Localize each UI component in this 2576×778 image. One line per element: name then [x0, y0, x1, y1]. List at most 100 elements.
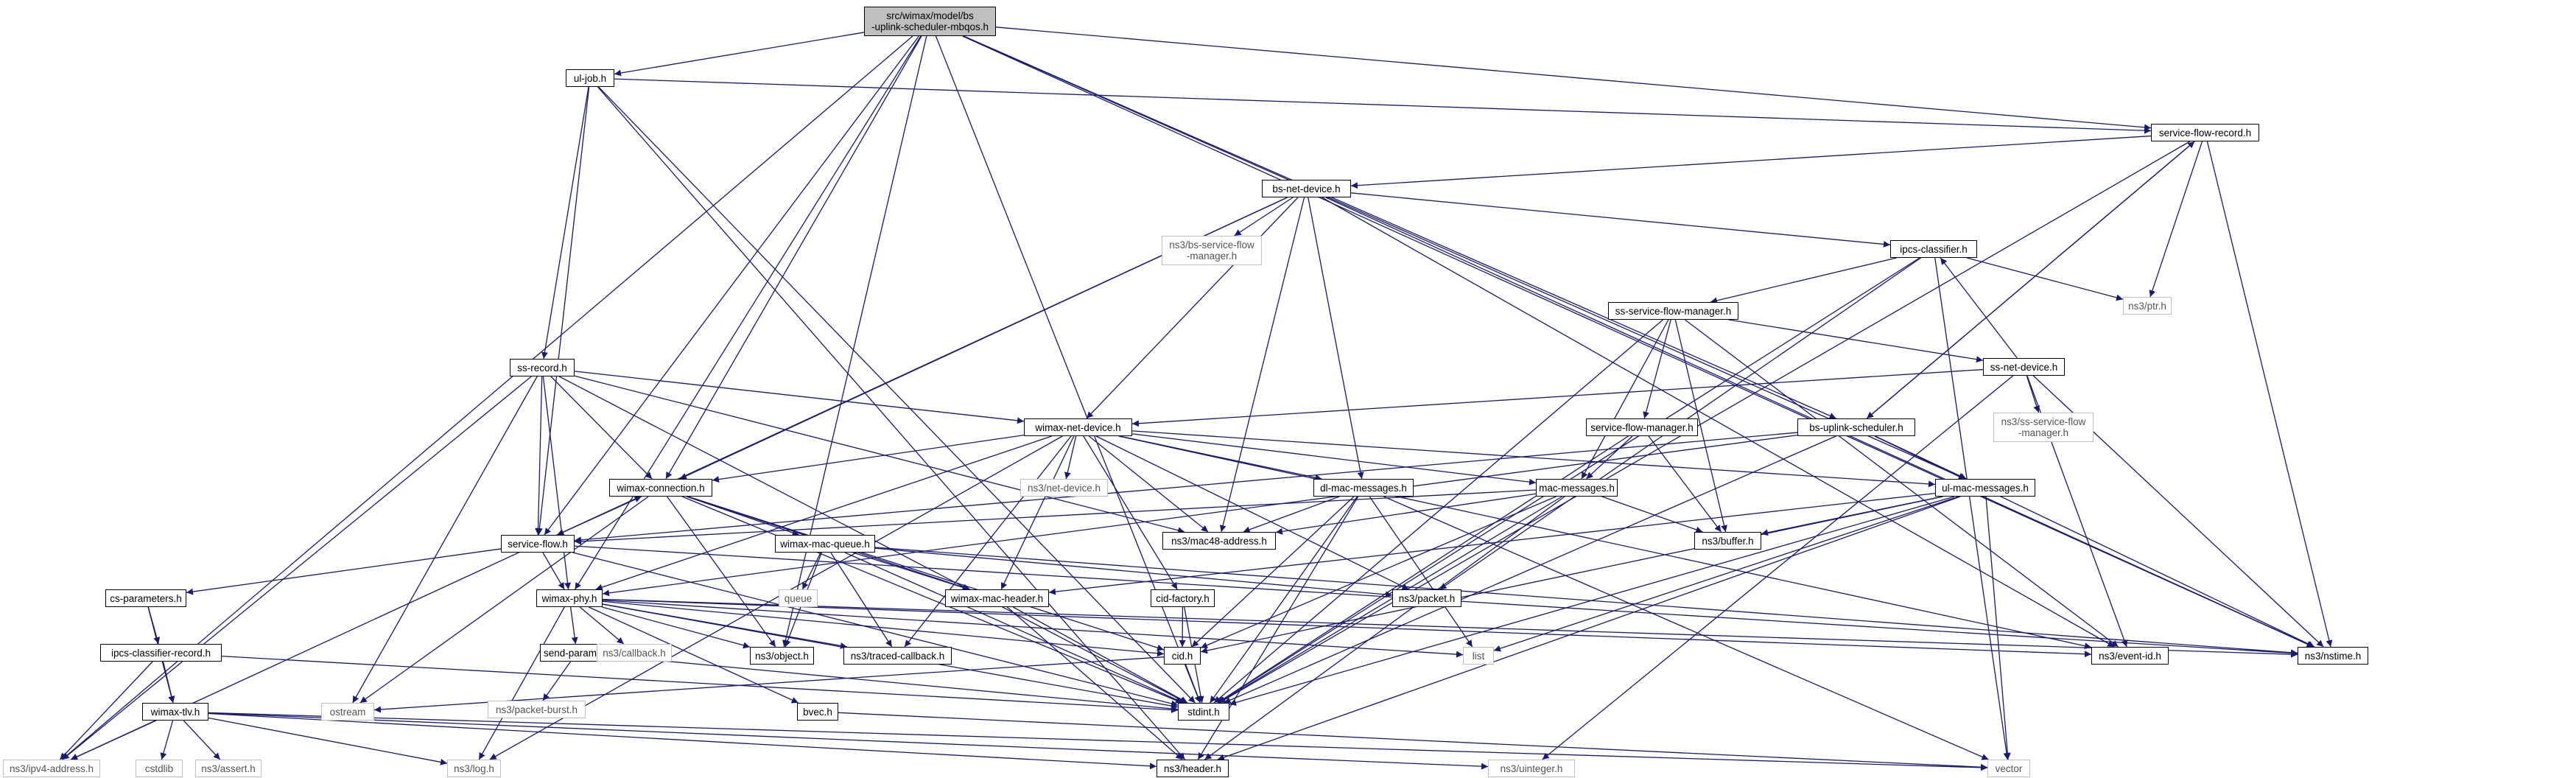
edge-wimax_connection-to-stdint	[681, 496, 1183, 704]
node-bs-uplink-scheduler[interactable]: bs-uplink-scheduler.h	[1797, 418, 1915, 436]
edge-wimax_mac_queue-to-ns3_packet	[874, 547, 1393, 598]
edge-wimax_mac_queue-to-ns3_traced_callback	[830, 552, 893, 648]
edge-ss_service_flow_manager-to-ss_net_device	[1728, 319, 1984, 363]
edge-wimax_mac_queue-to-ns3_nstime	[874, 547, 2298, 656]
edge-service_flow_manager-to-mac_messages	[1586, 435, 1633, 480]
node-ipcs-classifier-record[interactable]: ipcs-classifier-record.h	[100, 644, 222, 662]
edge-root-to-bs_uplink_scheduler	[963, 35, 1836, 419]
edge-ss_record-to-wimax_phy	[542, 376, 571, 590]
node-cid-factory[interactable]: cid-factory.h	[1151, 589, 1215, 607]
edge-send_params-to-ns3_packet_burst	[542, 661, 572, 701]
edge-wimax_mac_queue-to-queue	[801, 552, 821, 590]
node-list: list	[1463, 647, 1494, 665]
edge-service_flow-to-wimax_connection	[557, 496, 642, 536]
node-ns3-log: ns3/log.h	[447, 760, 501, 777]
edge-dl_mac_messages-to-stdint	[1210, 496, 1358, 704]
edge-bs_uplink_scheduler-to-wimax_phy	[602, 434, 1798, 597]
edge-wimax_mac_header-to-stdint	[1013, 606, 1188, 704]
node-ns3-mac48-address[interactable]: ns3/mac48-address.h	[1162, 532, 1276, 550]
edge-wimax_tlv-to-ns3_log	[208, 717, 448, 765]
node-ns3-assert: ns3/assert.h	[195, 760, 262, 777]
edge-mac_messages-to-stdint	[1218, 496, 1562, 704]
edge-bs_uplink_scheduler-to-service_flow_record	[1866, 141, 2195, 419]
node-ipcs-classifier[interactable]: ipcs-classifier.h	[1890, 240, 1977, 258]
node-ns3-traced-callback[interactable]: ns3/traced-callback.h	[843, 647, 952, 665]
edge-root-to-service_flow	[544, 35, 919, 536]
edge-wimax_net_device-to-wimax_mac_header	[1000, 435, 1075, 590]
edge-wimax_mac_queue-to-stdint	[844, 552, 1185, 704]
edge-bs_net_device-to-ns3_ipv4_address	[70, 197, 1288, 760]
edge-ipcs_classifier-to-ns3_ptr	[1967, 257, 2124, 301]
edge-service_flow_record-to-ns3_ptr	[2149, 141, 2203, 298]
edge-wimax_net_device-to-ns3_packet	[1095, 435, 1409, 590]
edge-root-to-ns3_ipv4_address	[61, 35, 913, 760]
edge-wimax_phy-to-cid	[602, 600, 1165, 657]
node-bvec[interactable]: bvec.h	[797, 703, 838, 721]
edge-wimax_tlv-to-vector	[208, 712, 1988, 771]
node-ns3-bs-service-flow-manager: ns3/bs-service-flow -manager.h	[1162, 236, 1262, 265]
edge-ul_mac_messages-to-cid	[1200, 496, 1943, 654]
node-wimax-connection[interactable]: wimax-connection.h	[609, 479, 712, 497]
node-ns3-object[interactable]: ns3/object.h	[750, 647, 814, 665]
node-root-header[interactable]: src/wimax/model/bs -uplink-scheduler-mbq…	[864, 7, 996, 36]
edge-mac_messages-to-cid	[1200, 496, 1557, 648]
edge-ipcs_classifier-to-vector	[1934, 257, 2010, 760]
edge-root-to-wimax_connection	[665, 35, 922, 480]
node-service-flow-record[interactable]: service-flow-record.h	[2151, 124, 2259, 141]
edge-wimax_tlv-to-ns3_uinteger	[208, 712, 1489, 770]
edge-wimax_connection-to-cid	[688, 496, 1165, 651]
node-ns3-header[interactable]: ns3/header.h	[1157, 760, 1229, 777]
node-stdint[interactable]: stdint.h	[1178, 703, 1229, 721]
edge-bs_net_device-to-wimax_net_device	[1086, 197, 1299, 419]
edge-wimax_tlv-to-ns3_header	[208, 712, 1157, 770]
node-ns3-ptr: ns3/ptr.h	[2123, 297, 2172, 315]
node-ns3-event-id[interactable]: ns3/event-id.h	[2091, 647, 2169, 665]
node-wimax-net-device[interactable]: wimax-net-device.h	[1024, 418, 1132, 436]
node-wimax-mac-queue[interactable]: wimax-mac-queue.h	[775, 535, 875, 553]
edge-ipcs_classifier_record-to-ns3_ipv4_address	[59, 661, 153, 760]
edge-wimax_mac_queue-to-wimax_mac_header	[852, 552, 969, 591]
node-wimax-phy[interactable]: wimax-phy.h	[536, 589, 603, 607]
node-ss-record[interactable]: ss-record.h	[510, 359, 575, 376]
node-queue: queue	[779, 589, 818, 607]
node-ul-job[interactable]: ul-job.h	[566, 69, 614, 87]
edge-ul_job-to-stdint	[598, 86, 1196, 704]
edge-dl_mac_messages-to-vector	[1383, 496, 1989, 760]
node-wimax-tlv[interactable]: wimax-tlv.h	[142, 703, 208, 721]
edge-wimax_phy-to-ns3_callback	[579, 606, 625, 645]
node-cs-parameters[interactable]: cs-parameters.h	[105, 589, 186, 607]
edge-ul_mac_messages-to-ns3_header	[1217, 496, 1961, 761]
edge-ss_record-to-service_flow	[535, 376, 543, 536]
edge-bs_net_device-to-ns3_mac48_address	[1219, 197, 1305, 533]
node-ns3-buffer[interactable]: ns3/buffer.h	[1694, 532, 1761, 550]
edge-wimax_net_device-to-mac_messages	[1131, 433, 1537, 486]
edge-wimax_net_device-to-wimax_connection	[712, 434, 1025, 483]
node-cstdlib: cstdlib	[136, 760, 183, 777]
edge-cid-to-stdint	[1185, 664, 1201, 704]
edge-service_flow_record-to-bs_net_device	[1350, 135, 2152, 189]
edge-wimax_tlv-to-ns3_ipv4_address	[70, 720, 157, 760]
node-ns3-packet[interactable]: ns3/packet.h	[1392, 589, 1461, 607]
edge-wimax_phy-to-ns3_object	[602, 606, 751, 649]
edge-wimax_phy-to-list	[602, 600, 1464, 658]
node-cid[interactable]: cid.h	[1164, 647, 1201, 665]
node-mac-messages[interactable]: mac-messages.h	[1536, 479, 1618, 497]
node-ns3-net-device: ns3/net-device.h	[1020, 479, 1108, 497]
edge-ss_net_device-to-wimax_net_device	[1131, 368, 1984, 427]
edge-dl_mac_messages-to-ns3_mac48_address	[1243, 496, 1340, 533]
node-wimax-mac-header[interactable]: wimax-mac-header.h	[945, 589, 1049, 607]
node-ns3-nstime[interactable]: ns3/nstime.h	[2298, 647, 2368, 665]
edge-ss_service_flow_manager-to-mac_messages	[1581, 319, 1669, 480]
edge-bs_net_device-to-bs_service_flow_manager	[1234, 197, 1294, 236]
node-dl-mac-messages[interactable]: dl-mac-messages.h	[1313, 479, 1414, 497]
edge-wimax_connection-to-wimax_mac_queue	[687, 496, 799, 536]
node-bs-net-device[interactable]: bs-net-device.h	[1262, 180, 1351, 197]
node-service-flow[interactable]: service-flow.h	[501, 535, 575, 553]
edge-ss_record-to-wimax_net_device	[574, 371, 1025, 424]
node-service-flow-manager[interactable]: service-flow-manager.h	[1586, 418, 1698, 436]
edge-wimax_phy-to-ns3_event_id	[602, 599, 2092, 658]
node-ul-mac-messages[interactable]: ul-mac-messages.h	[1935, 479, 2035, 497]
node-ss-service-flow-manager[interactable]: ss-service-flow-manager.h	[1608, 302, 1738, 320]
node-ns3-uinteger: ns3/uinteger.h	[1488, 760, 1575, 777]
node-ss-net-device[interactable]: ss-net-device.h	[1983, 358, 2065, 376]
